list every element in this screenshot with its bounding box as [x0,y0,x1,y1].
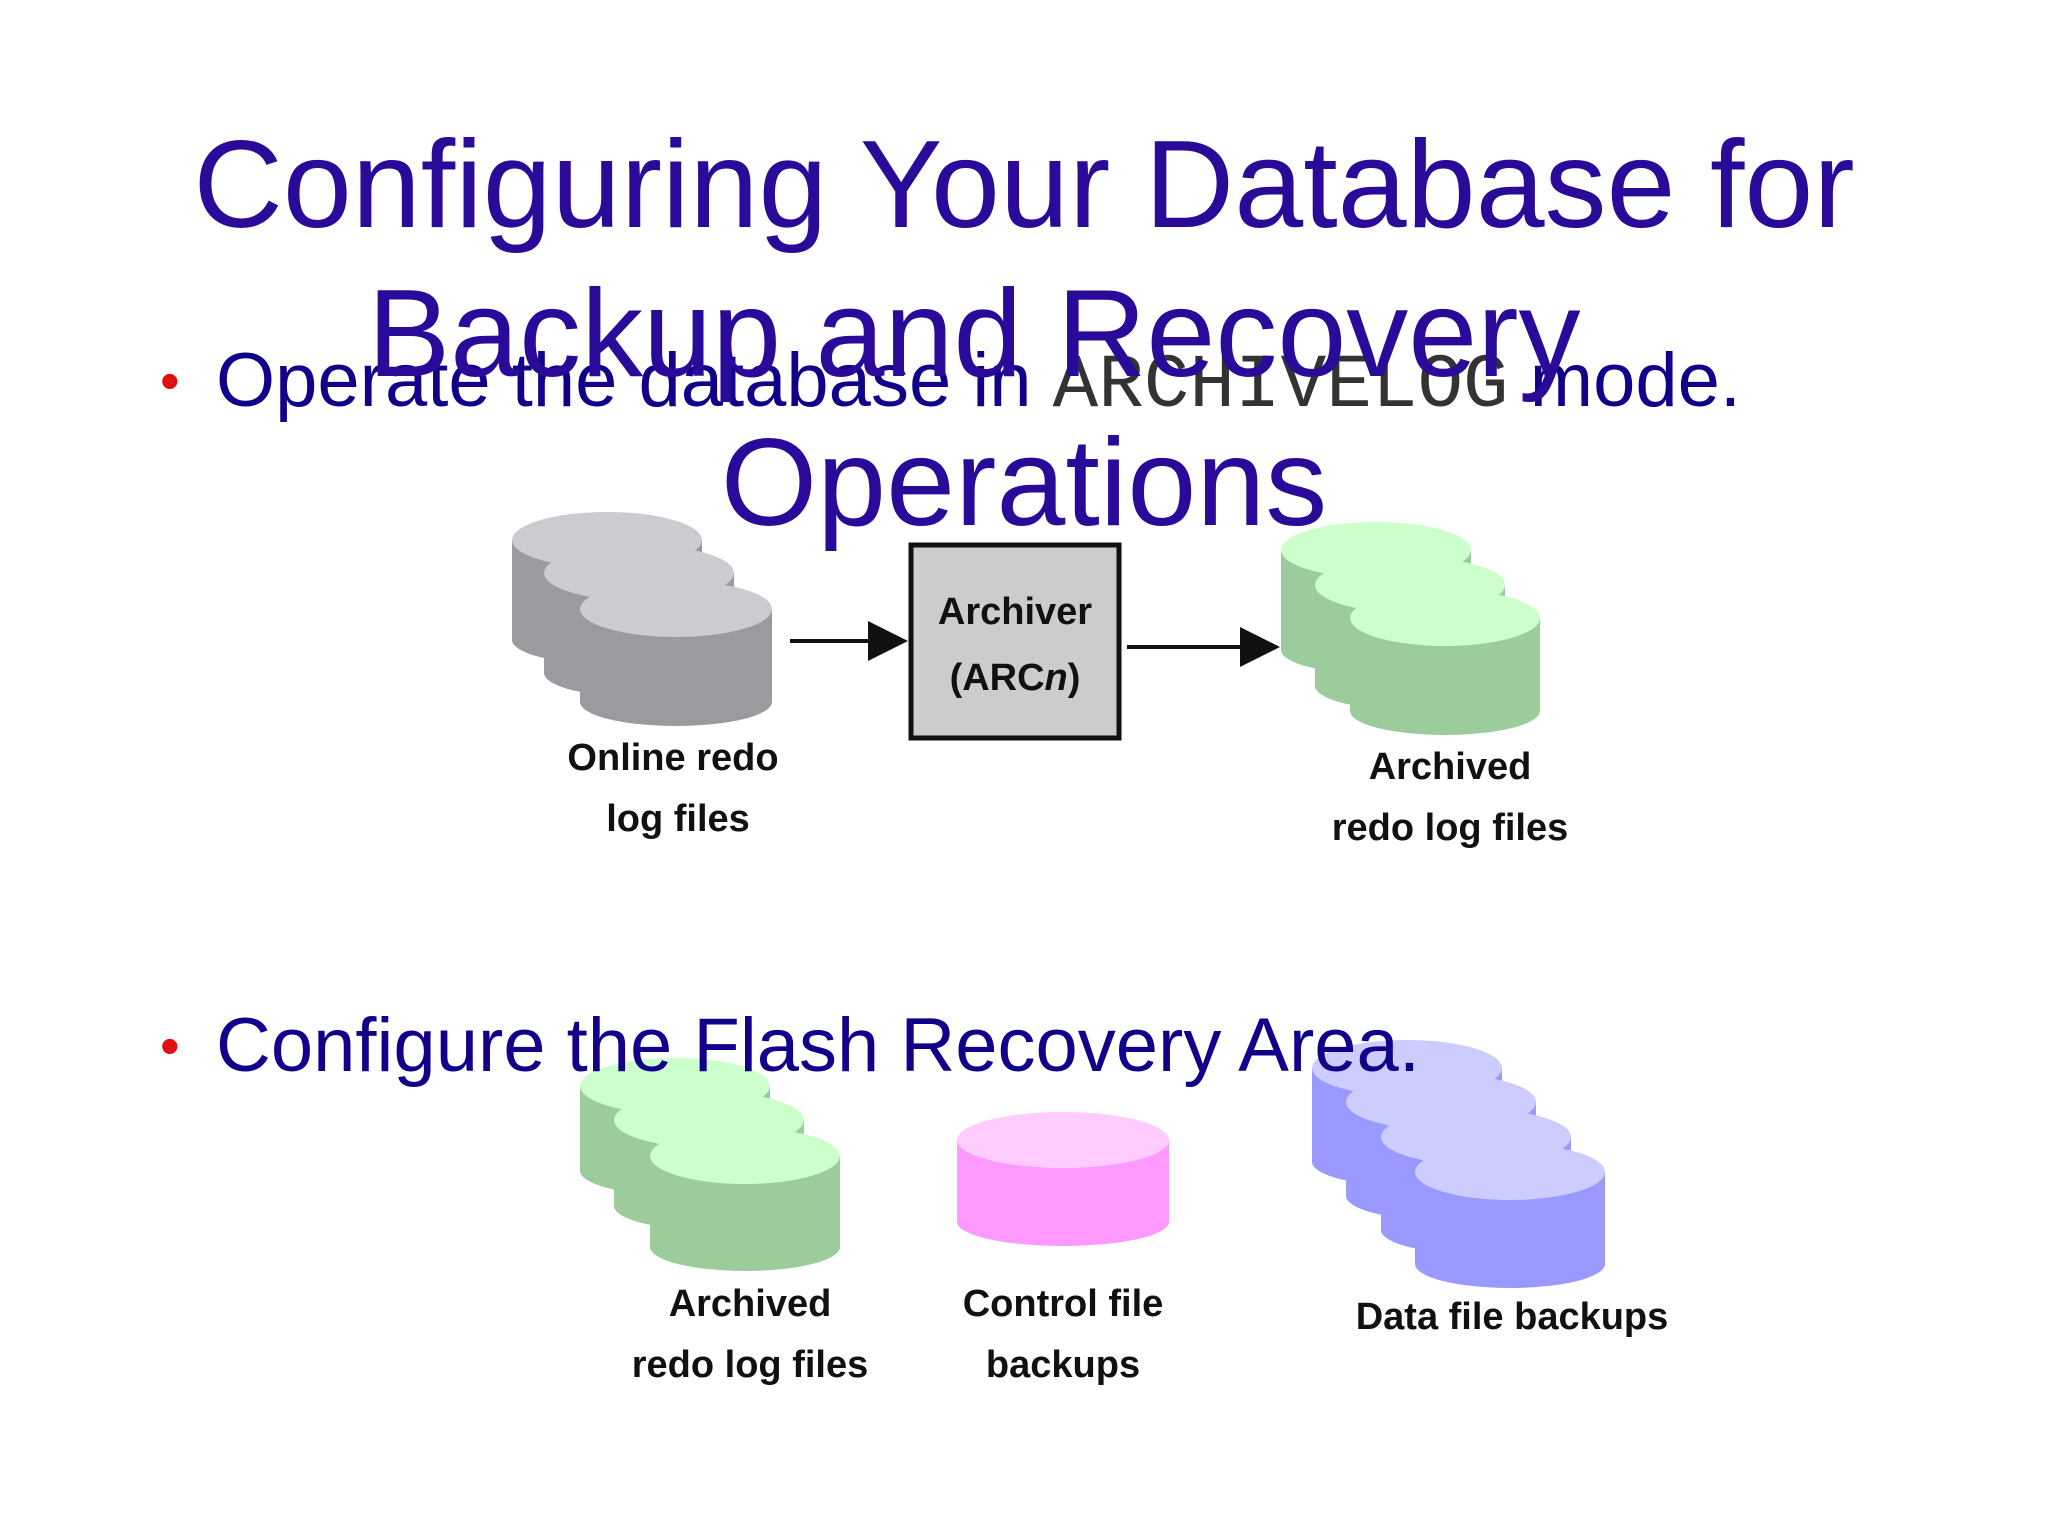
slide-title-line-3: Operations [720,414,1328,552]
bullet-archivelog-before: Operate the database in [216,338,1053,423]
data-file-backup-stack [1312,1040,1605,1288]
archived-cylinder-bottom-3 [650,1128,840,1271]
archived-redo-log-stack-top [1281,522,1540,735]
archivelog-keyword: ARCHIVELOG [1052,343,1509,429]
archived-top-label-line2: redo log files [1332,807,1568,849]
control-file-cylinder [957,1112,1169,1246]
bullet-archivelog-text: Operate the database in ARCHIVELOG mode. [216,336,1741,431]
online-redo-label-line2: log files [606,798,750,840]
bullet-dot-icon: • [160,1014,180,1077]
archived-redo-log-stack-bottom [580,1058,840,1271]
online-redo-log-stack [512,512,772,726]
archived-bottom-label-line2: redo log files [632,1344,868,1386]
data-file-label: Data file backups [1356,1296,1669,1338]
bullet-archivelog-after: mode. [1508,338,1742,423]
data-file-cylinder-4 [1415,1144,1605,1288]
control-file-label-line2: backups [986,1344,1140,1386]
archived-bottom-label-line1: Archived [669,1283,832,1325]
control-file-label-line1: Control file [963,1283,1164,1325]
slide-title-line-1: Configuring Your Database for [193,116,1855,254]
bullet-flash-recovery-text: Configure the Flash Recovery Area. [216,1003,1420,1088]
archiver-label-line1: Archiver [938,591,1092,633]
archiver-label-line2: (ARCn) [950,657,1081,699]
slide-title-line-2: Backup and Recovery [367,265,1581,403]
online-redo-label-line1: Online redo [567,737,778,779]
archived-cylinder-top-3 [1350,590,1540,735]
archived-top-label-line1: Archived [1369,746,1532,788]
archiver-box [908,542,1122,741]
bullet-dot-icon: • [160,349,180,412]
online-redo-cylinder-3 [580,581,772,726]
